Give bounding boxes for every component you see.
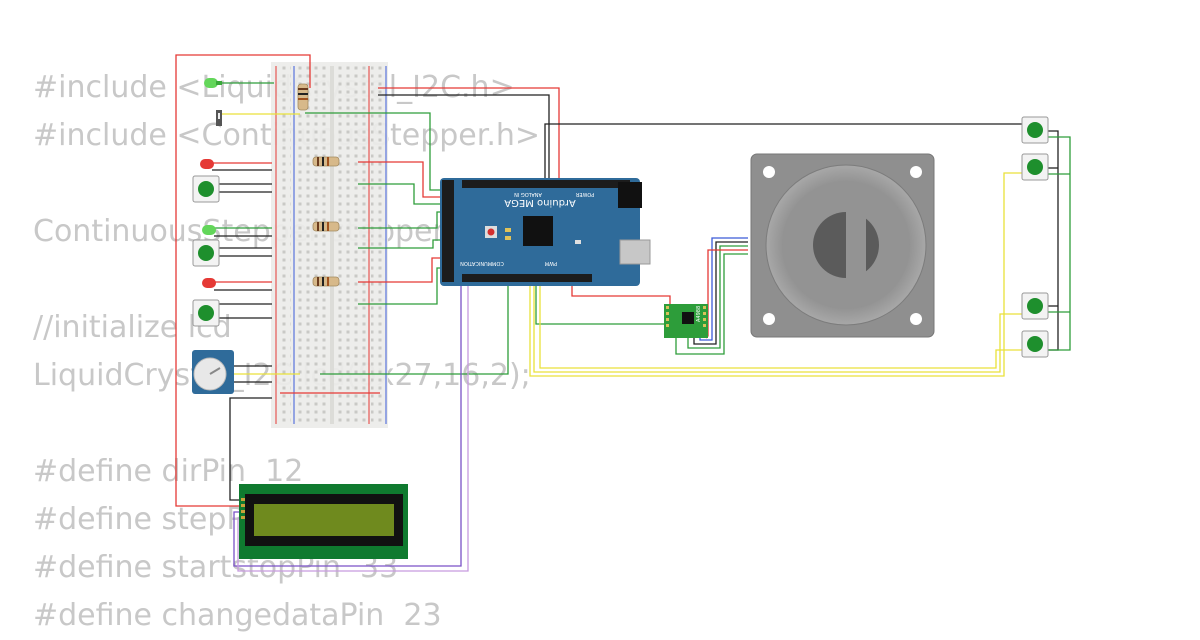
led-green-1 bbox=[204, 78, 274, 88]
push-button-right-2[interactable] bbox=[1021, 153, 1049, 181]
code-line: //initialize lcd bbox=[33, 310, 232, 345]
potentiometer[interactable] bbox=[192, 350, 234, 394]
led-red-1 bbox=[200, 159, 214, 169]
board-communication-label: COMMUNICATION bbox=[460, 260, 504, 266]
board-power-label: POWER bbox=[575, 191, 594, 197]
push-button-3[interactable] bbox=[192, 299, 220, 327]
arduino-mega-board: Arduino MEGA ANALOG IN POWER COMMUNICATI… bbox=[440, 178, 651, 286]
led-red-2 bbox=[202, 278, 216, 288]
resistor-3 bbox=[312, 221, 340, 232]
push-button-right-3[interactable] bbox=[1021, 292, 1049, 320]
left-buttons bbox=[192, 175, 220, 327]
push-button-right-4[interactable] bbox=[1021, 330, 1049, 358]
board-analog-label: ANALOG IN bbox=[514, 191, 542, 197]
code-line: #define changedataPin 23 bbox=[33, 598, 442, 633]
switch-icon bbox=[216, 110, 300, 126]
led-green-2 bbox=[202, 225, 216, 235]
push-button-right-1[interactable] bbox=[1021, 116, 1049, 144]
lcd-display bbox=[239, 484, 408, 559]
push-button-1[interactable] bbox=[192, 175, 220, 203]
driver-label: A4988 bbox=[696, 306, 702, 322]
resistor-2 bbox=[312, 156, 340, 167]
board-pwm-label: PWM bbox=[545, 260, 557, 266]
led-group bbox=[200, 78, 300, 288]
resistor-1 bbox=[297, 83, 309, 111]
lcd-pins bbox=[241, 498, 245, 519]
resistor-group bbox=[297, 83, 340, 287]
push-button-2[interactable] bbox=[192, 239, 220, 267]
breadboard bbox=[271, 62, 388, 428]
stepper-driver: A4988 bbox=[664, 304, 708, 338]
stepper-motor bbox=[750, 153, 935, 338]
resistor-4 bbox=[312, 276, 340, 287]
right-buttons bbox=[1021, 116, 1049, 358]
board-name: Arduino MEGA bbox=[504, 197, 576, 208]
